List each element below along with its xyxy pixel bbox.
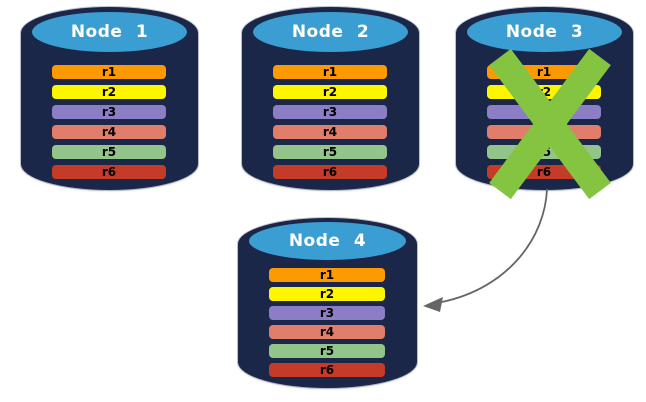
record-bar: r2	[269, 287, 385, 301]
record-bar: r6	[269, 363, 385, 377]
node-cylinder-2: Node 2 r1 r2 r3 r4 r5 r6	[242, 7, 419, 190]
record-bar: r3	[52, 105, 166, 119]
record-bar: r5	[273, 145, 387, 159]
record-bar: r4	[52, 125, 166, 139]
record-bar: r2	[487, 85, 601, 99]
node-title: Node 4	[288, 231, 367, 251]
record-bar: r6	[273, 165, 387, 179]
node-title: Node 2	[291, 22, 370, 42]
record-stack: r1 r2 r3 r4 r5 r6	[52, 65, 166, 185]
node-title: Node 3	[505, 22, 584, 42]
record-stack: r1 r2 r3 r4 r5 r6	[487, 65, 601, 185]
node-cylinder-3: Node 3 r1 r2 r3 r4 r5 r6	[456, 7, 633, 200]
record-bar: r3	[273, 105, 387, 119]
record-bar: r5	[52, 145, 166, 159]
record-bar: r6	[52, 165, 166, 179]
record-bar: r3	[269, 306, 385, 320]
record-bar: r1	[487, 65, 601, 79]
record-bar: r5	[487, 145, 601, 159]
record-bar: r1	[273, 65, 387, 79]
node-cylinder-4: Node 4 r1 r2 r3 r4 r5 r6	[238, 218, 417, 388]
record-bar: r4	[269, 325, 385, 339]
node-cylinder-1: Node 1 r1 r2 r3 r4 r5 r6	[21, 7, 198, 190]
record-bar: r2	[52, 85, 166, 99]
cylinder-top-2: Node 2	[253, 12, 408, 52]
record-stack: r1 r2 r3 r4 r5 r6	[269, 268, 385, 382]
record-stack: r1 r2 r3 r4 r5 r6	[273, 65, 387, 185]
record-bar: r6	[487, 165, 601, 179]
record-bar: r1	[269, 268, 385, 282]
cylinder-top-4: Node 4	[249, 222, 406, 260]
cylinder-top-3: Node 3	[467, 12, 622, 52]
record-bar: r4	[487, 125, 601, 139]
record-bar: r1	[52, 65, 166, 79]
record-bar: r4	[273, 125, 387, 139]
cylinder-top-1: Node 1	[32, 12, 187, 52]
record-bar: r2	[273, 85, 387, 99]
node-title: Node 1	[70, 22, 149, 42]
record-bar: r3	[487, 105, 601, 119]
record-bar: r5	[269, 344, 385, 358]
